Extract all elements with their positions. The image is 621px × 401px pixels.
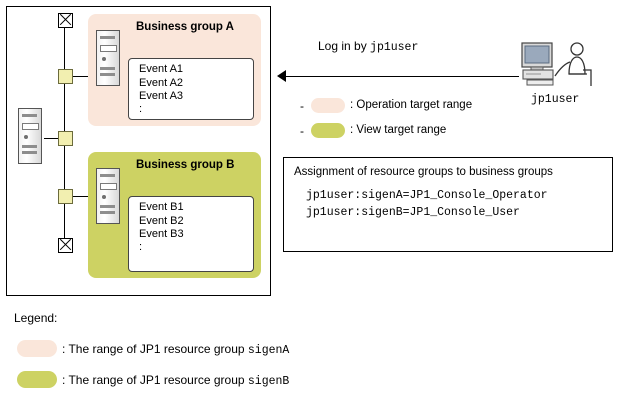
assignment-line: jp1user:sigenB=JP1_Console_User	[306, 206, 520, 219]
login-user-code: jp1user	[370, 41, 419, 54]
connector-left-stub	[44, 138, 65, 140]
login-arrow-line	[283, 76, 519, 78]
range-legend-text-view: : View target range	[350, 124, 447, 136]
legend-text-prefix: : The range of JP1 resource group	[62, 342, 248, 356]
server-icon-manager	[18, 108, 42, 164]
legend-code-sigenb: sigenB	[247, 375, 290, 388]
legend-text-sigenb: : The range of JP1 resource group sigenB	[62, 373, 289, 388]
event-ellipsis: :	[139, 240, 143, 253]
legend-text-sigena: : The range of JP1 resource group sigenA	[62, 342, 289, 357]
event-panel-b: Event B1 Event B2 Event B3 :	[128, 196, 254, 272]
event-item: Event A1	[139, 63, 184, 75]
range-legend-swatch-view	[311, 123, 345, 138]
connector-square-mid	[58, 131, 73, 146]
x-terminator-bottom	[58, 238, 73, 253]
event-panel-a: Event A1 Event A2 Event A3 :	[128, 58, 254, 120]
event-item: Event A3	[139, 90, 184, 102]
login-label: Log in by jp1user	[318, 39, 418, 54]
connector-to-group-a	[70, 76, 90, 78]
connector-square-b	[58, 189, 73, 204]
event-item: Event B3	[139, 228, 184, 240]
legend-code-sigena: sigenA	[247, 344, 290, 357]
client-user-label: jp1user	[531, 93, 580, 106]
connector-to-group-b	[70, 196, 90, 198]
range-legend-dash-2: -	[300, 124, 304, 138]
event-item: Event B2	[139, 214, 184, 227]
event-item: Event A2	[139, 76, 184, 89]
legend-swatch-sigena	[17, 340, 57, 357]
pc-user-icon	[521, 42, 592, 86]
server-icon-group-b	[96, 168, 120, 224]
login-label-prefix: Log in by	[318, 39, 371, 53]
event-ellipsis: :	[139, 102, 143, 115]
login-arrow-head	[277, 70, 286, 82]
business-group-b-title: Business group B	[136, 159, 235, 171]
connector-square-a	[58, 69, 73, 84]
assignment-line: jp1user:sigenA=JP1_Console_Operator	[306, 189, 548, 202]
assignment-box: Assignment of resource groups to busines…	[283, 157, 613, 252]
assignment-lines: jp1user:sigenA=JP1_Console_Operator jp1u…	[306, 187, 548, 221]
legend-text-prefix: : The range of JP1 resource group	[62, 373, 248, 387]
event-list-b: Event B1 Event B2 Event B3 :	[139, 201, 184, 252]
business-group-a-title: Business group A	[136, 21, 234, 33]
legend-swatch-sigenb	[17, 371, 57, 388]
event-list-a: Event A1 Event A2 Event A3 :	[139, 63, 183, 114]
legend-title: Legend:	[14, 311, 58, 325]
server-icon-group-a	[96, 30, 120, 86]
range-legend-dash-1: -	[300, 99, 304, 113]
x-terminator-top	[58, 13, 73, 28]
range-legend-text-operation: : Operation target range	[350, 99, 473, 111]
event-item: Event B1	[139, 201, 184, 213]
range-legend-swatch-operation	[311, 98, 345, 113]
client-pc-illustration	[521, 40, 599, 88]
assignment-title: Assignment of resource groups to busines…	[294, 166, 553, 178]
